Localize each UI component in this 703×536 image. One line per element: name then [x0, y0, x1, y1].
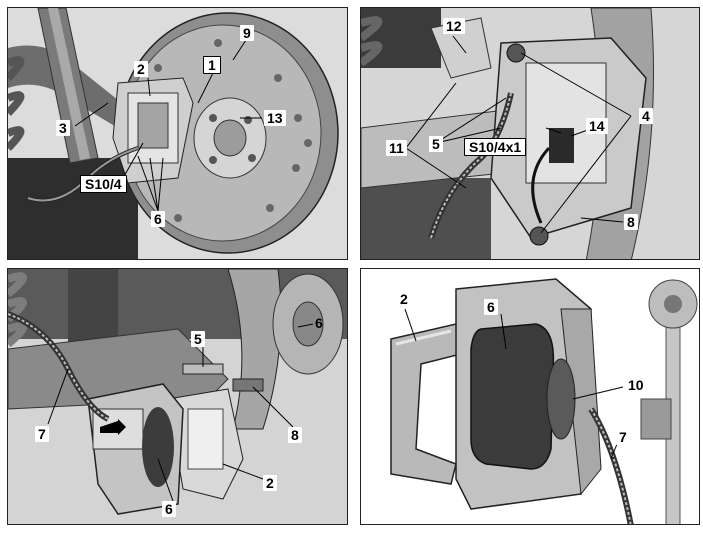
callout-5: 5 [191, 331, 205, 347]
callout-11: 11 [386, 140, 407, 156]
callout-9: 9 [240, 25, 254, 41]
callout-6: 6 [484, 299, 498, 315]
callout-6: 6 [315, 315, 323, 331]
callout-1: 1 [203, 56, 221, 74]
callout-6: 6 [151, 211, 165, 227]
callout-7: 7 [35, 426, 49, 442]
callout-4: 4 [639, 108, 653, 124]
callout-14: 14 [586, 118, 608, 134]
callout-2: 2 [397, 291, 411, 307]
panel-top-left: 1 2 3 9 13 6 S10/4 [7, 7, 348, 260]
callout-13: 13 [264, 110, 286, 126]
callout-2: 2 [263, 475, 277, 491]
callout-8: 8 [288, 427, 302, 443]
callout-10: 10 [625, 377, 647, 393]
illustration-caliper-sensor [361, 8, 699, 259]
panel-top-right: 12 4 11 5 14 S10/4x1 8 [360, 7, 700, 260]
callout-s10-4: S10/4 [80, 175, 127, 193]
callout-7: 7 [616, 429, 630, 445]
callout-12: 12 [443, 18, 465, 34]
panel-bottom-right: 2 6 10 7 [360, 268, 700, 525]
illustration-caliper-removal [8, 269, 347, 524]
callout-3: 3 [56, 120, 70, 136]
panel-bottom-left: 5 6 7 8 2 6 [7, 268, 348, 525]
callout-8: 8 [624, 214, 638, 230]
illustration-caliper-pad-detail [361, 269, 699, 524]
callout-2: 2 [134, 61, 148, 77]
illustration-brake-disc-assembly [8, 8, 347, 259]
callout-s10-4x1: S10/4x1 [464, 138, 527, 156]
callout-6b: 6 [162, 501, 176, 517]
callout-5: 5 [429, 136, 443, 152]
